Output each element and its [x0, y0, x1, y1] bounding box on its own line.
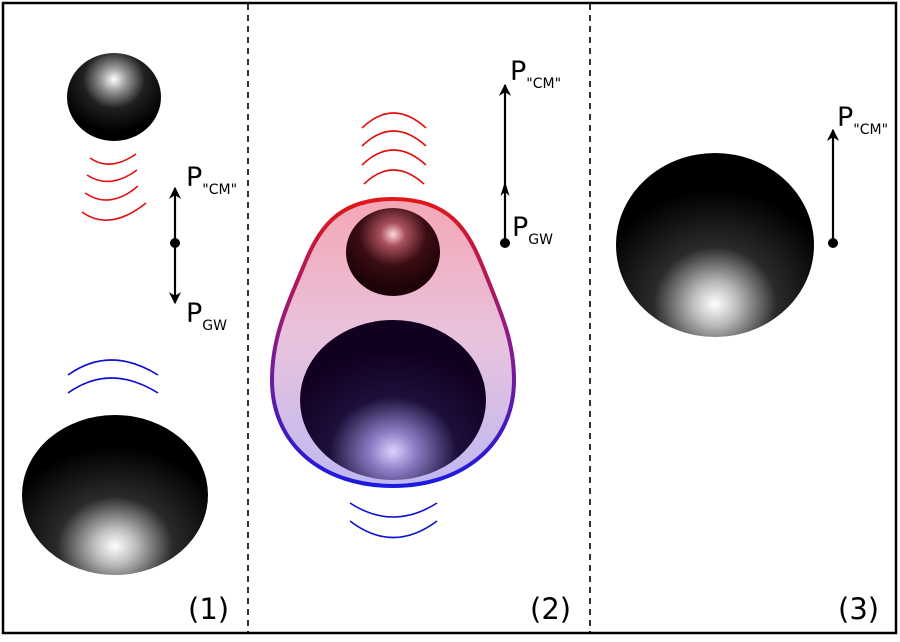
- black-hole-icon: [300, 320, 486, 480]
- cm-momentum-label: P"CM": [510, 56, 561, 92]
- black-hole-icon: [346, 208, 440, 296]
- gravitational-wave-arcs-icon: [349, 502, 438, 539]
- black-hole-icon: [67, 53, 161, 141]
- panel-label-3: (3): [838, 592, 879, 626]
- gw-momentum-label: PGW: [186, 298, 227, 334]
- panel-2: P"CM" PGW (2): [269, 56, 571, 626]
- gravitational-wave-arcs-icon: [67, 359, 159, 394]
- panel-3: P"CM" (3): [616, 102, 888, 626]
- cm-momentum-label: P"CM": [837, 102, 888, 138]
- center-of-mass-dot: [500, 238, 510, 248]
- momentum-arrow-icon: [500, 181, 510, 196]
- panel-label-1: (1): [188, 592, 229, 626]
- panel-1: P"CM" PGW (1): [22, 53, 237, 626]
- panel-label-2: (2): [530, 592, 571, 626]
- center-of-mass-dot: [828, 238, 838, 248]
- gw-momentum-label: PGW: [512, 212, 553, 248]
- black-hole-icon: [22, 415, 208, 575]
- black-hole-icon: [616, 153, 814, 337]
- momentum-arrows-2: [498, 83, 512, 248]
- momentum-arrows-1: [168, 186, 182, 305]
- gravitational-wave-arcs-icon: [361, 112, 427, 185]
- gravitational-wave-arcs-icon: [81, 153, 147, 221]
- cm-momentum-label: P"CM": [186, 162, 237, 198]
- momentum-arrows-3: [826, 128, 840, 248]
- center-of-mass-dot: [170, 238, 180, 248]
